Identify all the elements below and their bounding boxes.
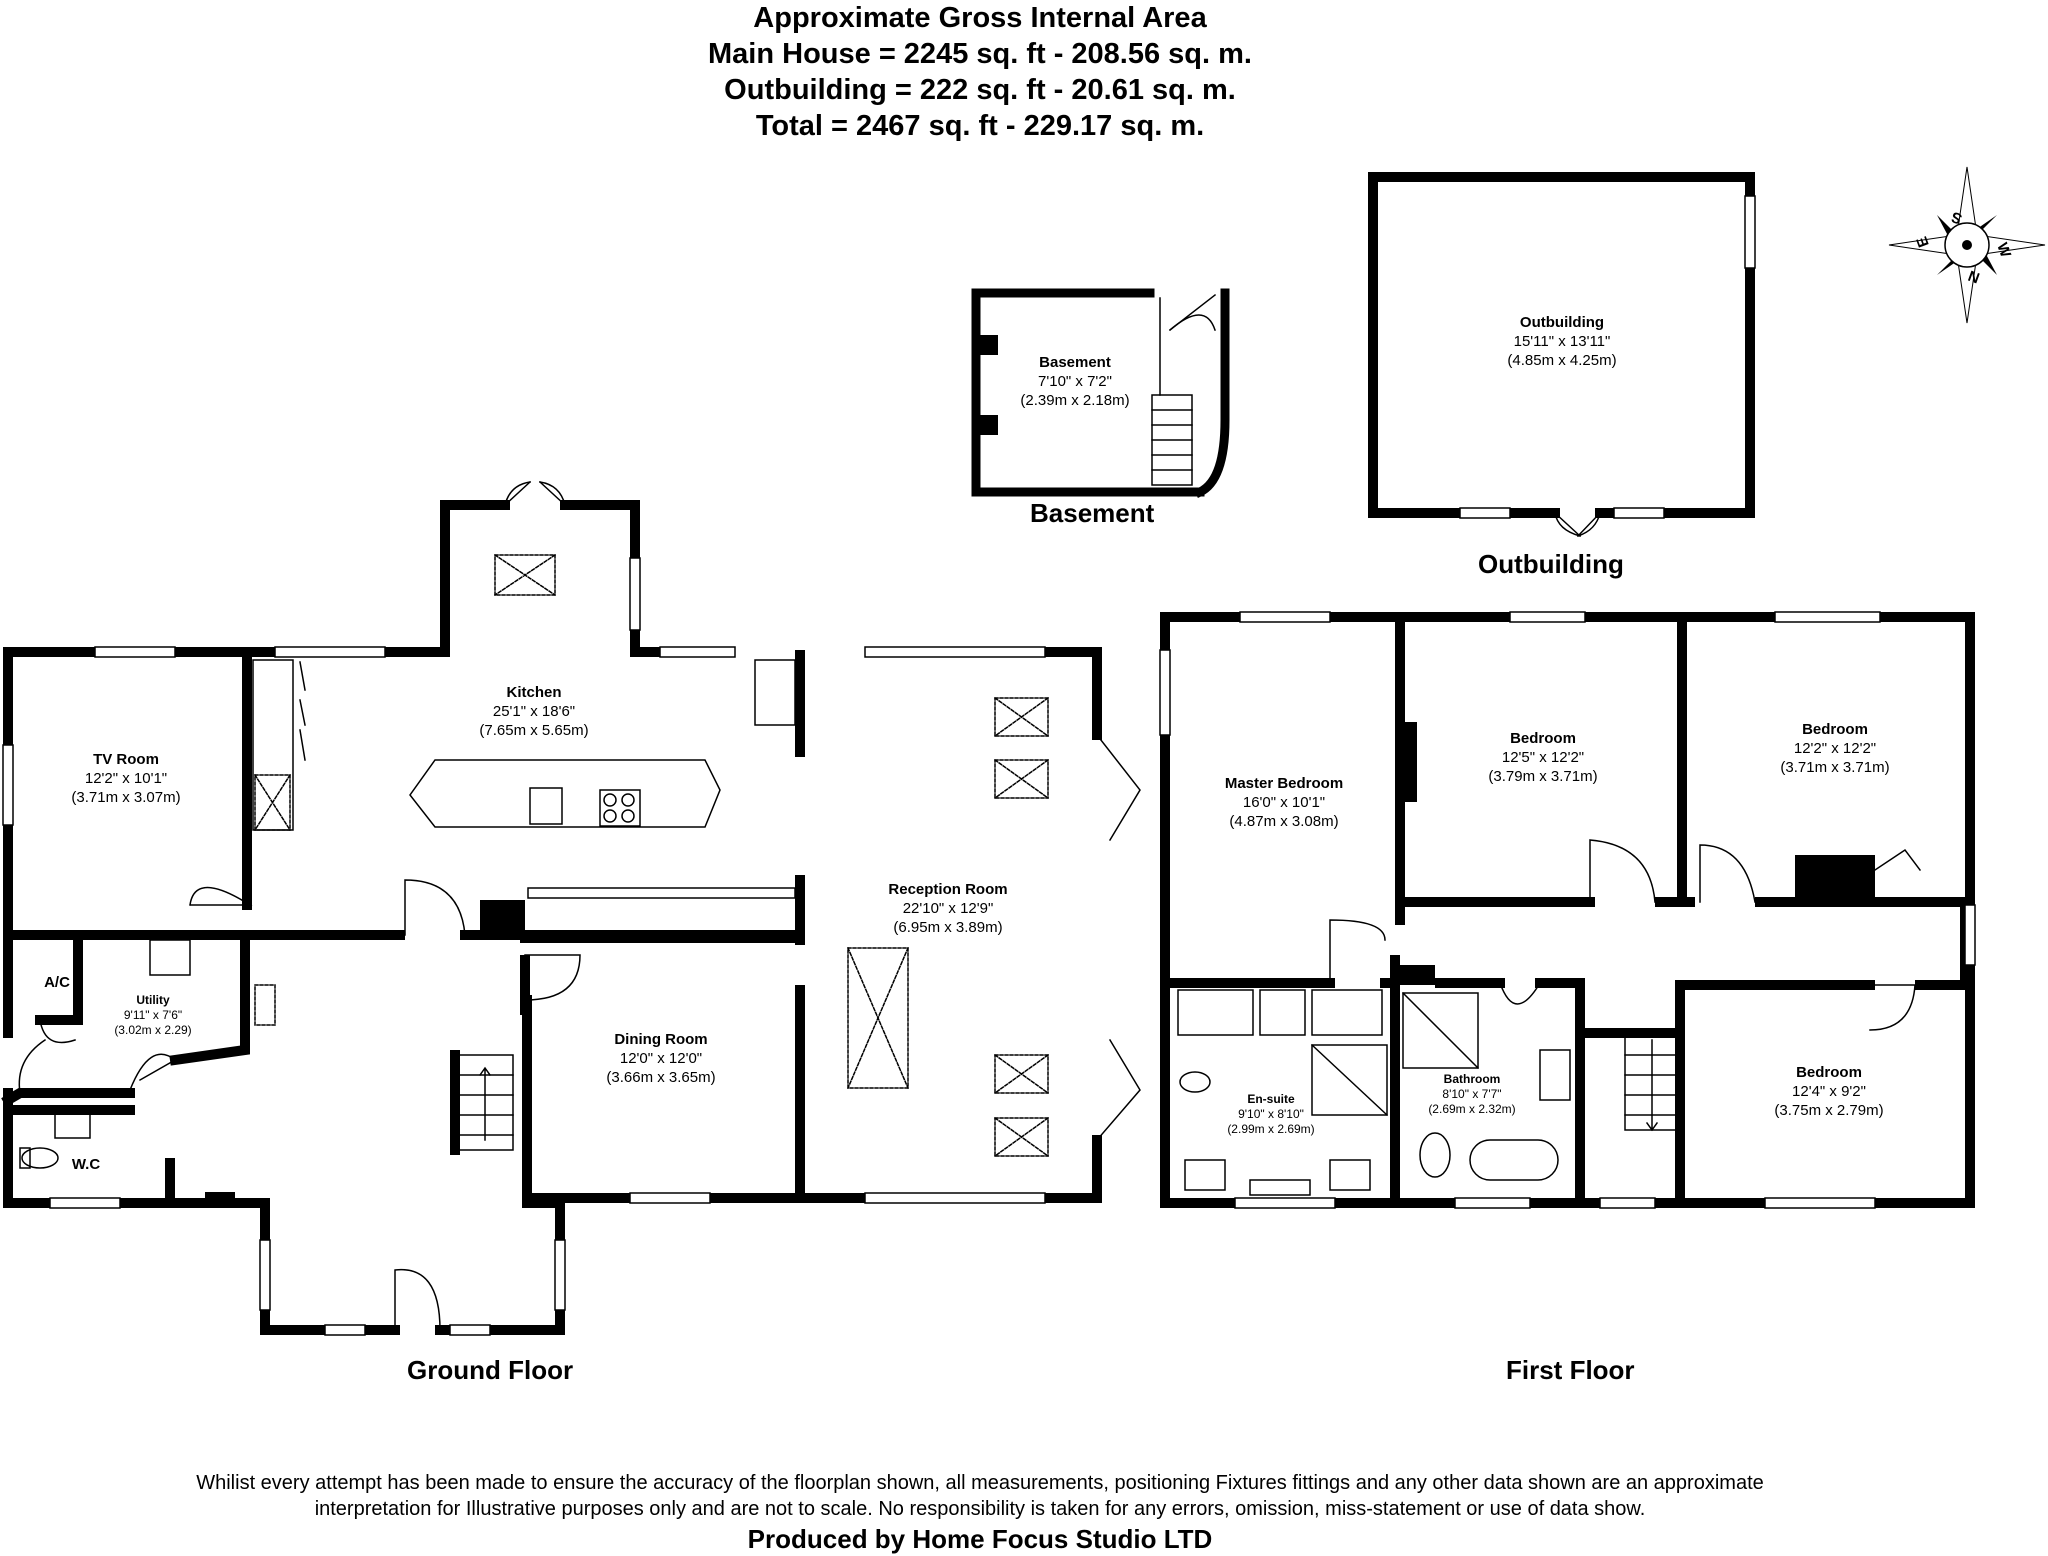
outbuilding-floor-label: Outbuilding xyxy=(1478,549,1624,579)
room-size-imperial: 15'11" x 13'11" xyxy=(1513,333,1611,350)
room-name: TV Room xyxy=(93,751,159,768)
ground-floor-windows xyxy=(2,557,1046,1336)
room-name: W.C xyxy=(71,1156,101,1173)
room-dining: Dining Room 12'0" x 12'0" (3.66m x 3.65m… xyxy=(606,1030,715,1087)
room-reception: Reception Room 22'10" x 12'9" (6.95m x 3… xyxy=(888,880,1007,937)
outbuilding-area: Outbuilding = 222 sq. ft - 20.61 sq. m. xyxy=(724,74,1236,106)
ground-chimney-wc xyxy=(205,1192,235,1202)
room-size-metric: (3.75m x 2.79m) xyxy=(1774,1102,1884,1119)
first-floor-label: First Floor xyxy=(1506,1355,1635,1385)
first-floor-doors xyxy=(1329,839,1922,1031)
first-floor-windows xyxy=(1159,611,1976,1209)
total-area: Total = 2467 sq. ft - 229.17 sq. m. xyxy=(755,110,1205,142)
room-name: En-suite xyxy=(1247,1092,1295,1106)
room-bedroom-2: Bedroom 12'5" x 12'2" (3.79m x 3.71m) xyxy=(1488,729,1597,786)
room-size-imperial: 9'10" x 8'10" xyxy=(1238,1107,1304,1121)
room-bedroom-3: Bedroom 12'2" x 12'2" (3.71m x 3.71m) xyxy=(1780,720,1889,777)
disclaimer-line-1: Whilist every attempt has been made to e… xyxy=(196,1472,1764,1494)
room-name: Utility xyxy=(136,993,170,1007)
room-size-metric: (2.39m x 2.18m) xyxy=(1020,392,1130,409)
ground-floor-label: Ground Floor xyxy=(407,1355,574,1385)
kitchen-island xyxy=(252,553,796,899)
room-name: Reception Room xyxy=(888,881,1008,898)
disclaimer-line-2: interpretation for Illustrative purposes… xyxy=(314,1498,1646,1520)
room-tv-room: TV Room 12'2" x 10'1" (3.71m x 3.07m) xyxy=(71,750,180,807)
room-size-imperial: 16'0" x 10'1" xyxy=(1242,794,1326,811)
area-title: Approximate Gross Internal Area xyxy=(753,2,1207,34)
room-size-imperial: 12'2" x 10'1" xyxy=(84,770,168,787)
room-size-metric: (2.69m x 2.32m) xyxy=(1428,1102,1516,1116)
room-name: Kitchen xyxy=(506,684,562,701)
room-size-imperial: 12'2" x 12'2" xyxy=(1793,740,1877,757)
reception-skylights xyxy=(254,696,1050,1158)
basement-stairs xyxy=(1151,293,1217,486)
room-outbuilding: Outbuilding 15'11" x 13'11" (4.85m x 4.2… xyxy=(1507,313,1616,370)
room-name: Bedroom xyxy=(1802,721,1868,738)
room-name: Outbuilding xyxy=(1519,314,1605,331)
room-bathroom: Bathroom 8'10" x 7'7" (2.69m x 2.32m) xyxy=(1428,1072,1515,1117)
room-name: Basement xyxy=(1039,354,1111,371)
compass-rose: S W N E xyxy=(1888,166,2046,324)
room-wc: W.C xyxy=(72,1155,100,1174)
room-name: Bedroom xyxy=(1796,1064,1862,1081)
room-name: Master Bedroom xyxy=(1224,775,1344,792)
outbuilding-windows xyxy=(1459,195,1756,538)
main-house-area: Main House = 2245 sq. ft - 208.56 sq. m. xyxy=(708,38,1252,70)
room-utility: Utility 9'11" x 7'6" (3.02m x 2.29) xyxy=(114,993,191,1038)
room-size-imperial: 9'11" x 7'6" xyxy=(123,1008,183,1022)
room-size-metric: (3.71m x 3.71m) xyxy=(1780,759,1890,776)
ground-floor-stairs xyxy=(457,1054,514,1151)
room-name: Bathroom xyxy=(1443,1072,1501,1086)
room-size-metric: (6.95m x 3.89m) xyxy=(893,919,1003,936)
room-size-metric: (3.02m x 2.29) xyxy=(114,1023,192,1037)
room-en-suite: En-suite 9'10" x 8'10" (2.99m x 2.69m) xyxy=(1227,1092,1314,1137)
room-name: Bedroom xyxy=(1510,730,1576,747)
room-basement: Basement 7'10" x 7'2" (2.39m x 2.18m) xyxy=(1020,353,1129,410)
room-name: Dining Room xyxy=(614,1031,708,1048)
basement-floor-label: Basement xyxy=(1030,498,1155,528)
room-master-bedroom: Master Bedroom 16'0" x 10'1" (4.87m x 3.… xyxy=(1225,774,1343,831)
room-name: A/C xyxy=(44,974,70,991)
bed3-fireplace xyxy=(1795,855,1875,900)
room-ac: A/C xyxy=(44,973,70,992)
producer-credit: Produced by Home Focus Studio LTD xyxy=(747,1524,1213,1554)
room-size-metric: (2.99m x 2.69m) xyxy=(1227,1122,1315,1136)
room-size-metric: (3.79m x 3.71m) xyxy=(1488,768,1598,785)
room-size-imperial: 7'10" x 7'2" xyxy=(1038,373,1112,390)
room-size-imperial: 12'0" x 12'0" xyxy=(619,1050,703,1067)
basement-plan xyxy=(971,288,1230,499)
basement-chimney-1 xyxy=(980,335,998,355)
room-size-metric: (4.85m x 4.25m) xyxy=(1507,352,1617,369)
bathroom-chimney xyxy=(1400,965,1435,985)
basement-chimney-2 xyxy=(980,415,998,435)
room-size-imperial: 12'5" x 12'2" xyxy=(1501,749,1585,766)
bathroom-fixtures xyxy=(1177,989,1571,1196)
ground-floor-doors xyxy=(18,480,1141,1331)
room-size-metric: (3.71m x 3.07m) xyxy=(71,789,181,806)
room-bedroom-4: Bedroom 12'4" x 9'2" (3.75m x 2.79m) xyxy=(1774,1063,1883,1120)
chimney-breast xyxy=(480,900,525,935)
master-fireplace xyxy=(1403,722,1417,802)
room-size-imperial: 12'4" x 9'2" xyxy=(1792,1083,1866,1100)
room-size-imperial: 22'10" x 12'9" xyxy=(902,900,994,917)
room-size-imperial: 25'1" x 18'6" xyxy=(492,703,576,720)
first-floor-stairs xyxy=(1624,1034,1681,1132)
room-kitchen: Kitchen 25'1" x 18'6" (7.65m x 5.65m) xyxy=(479,683,588,740)
room-size-metric: (7.65m x 5.65m) xyxy=(479,722,589,739)
compass-w: W xyxy=(1993,241,2014,261)
room-size-metric: (3.66m x 3.65m) xyxy=(606,1069,716,1086)
room-size-metric: (4.87m x 3.08m) xyxy=(1229,813,1339,830)
utility-fixtures xyxy=(19,939,191,1169)
room-size-imperial: 8'10" x 7'7" xyxy=(1442,1087,1502,1101)
first-floor-walls xyxy=(1160,612,1975,1208)
